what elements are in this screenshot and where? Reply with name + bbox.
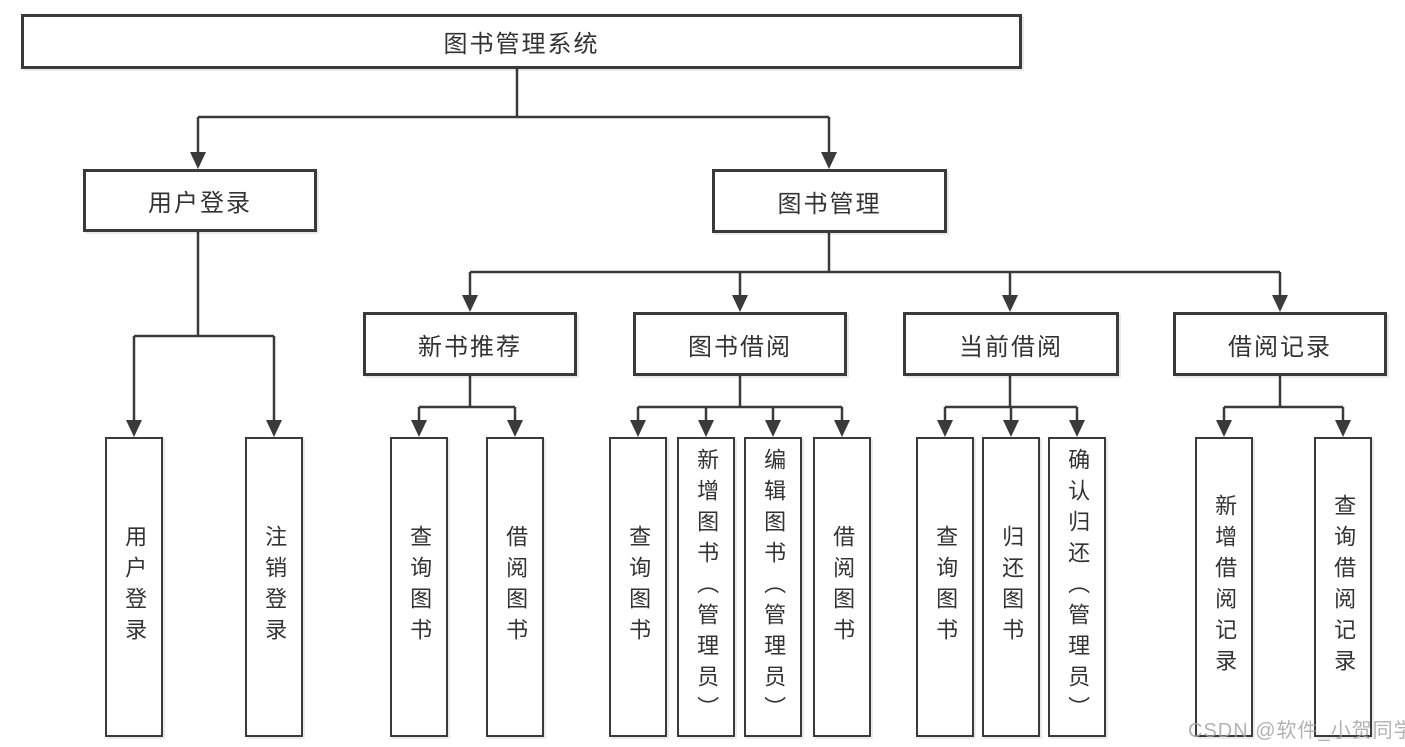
leaf-records-add-label: 新增借阅记录 <box>1212 494 1238 680</box>
node-user-login: 用户登录 <box>83 169 317 232</box>
leaf-current-confirm: 确认归还（管理员） <box>1048 437 1106 737</box>
csdn-watermark: CSDN @软件_小贺同学 <box>1188 714 1405 743</box>
leaf-records-add: 新增借阅记录 <box>1195 437 1253 737</box>
leaf-borrow-add: 新增图书（管理员） <box>677 437 735 737</box>
leaf-borrow-borrow: 借阅图书 <box>813 437 871 737</box>
node-root: 图书管理系统 <box>21 14 1022 69</box>
node-book-borrow: 图书借阅 <box>633 312 847 376</box>
leaf-current-confirm-label: 确认归还（管理员） <box>1065 447 1091 727</box>
leaf-newbooks-borrow: 借阅图书 <box>486 437 544 737</box>
leaf-borrow-add-label: 新增图书（管理员） <box>694 447 720 727</box>
leaf-borrow-query-label: 查询图书 <box>626 525 652 649</box>
node-current-borrow: 当前借阅 <box>903 312 1119 376</box>
leaf-borrow-query: 查询图书 <box>609 437 667 737</box>
leaf-logout-label: 注销登录 <box>262 525 288 649</box>
node-borrow-records: 借阅记录 <box>1173 312 1387 376</box>
node-new-books-label: 新书推荐 <box>418 333 522 361</box>
node-current-borrow-label: 当前借阅 <box>959 333 1063 361</box>
leaf-newbooks-borrow-label: 借阅图书 <box>503 525 529 649</box>
leaf-logout: 注销登录 <box>245 437 303 737</box>
leaf-current-query: 查询图书 <box>916 437 974 737</box>
node-new-books: 新书推荐 <box>363 312 577 376</box>
leaf-borrow-borrow-label: 借阅图书 <box>830 525 856 649</box>
leaf-borrow-edit: 编辑图书（管理员） <box>744 437 802 737</box>
leaf-user-login: 用户登录 <box>105 437 163 737</box>
node-root-label: 图书管理系统 <box>443 31 600 58</box>
leaf-current-query-label: 查询图书 <box>933 525 959 649</box>
leaf-current-return-label: 归还图书 <box>999 525 1025 649</box>
leaf-records-query-label: 查询借阅记录 <box>1331 494 1357 680</box>
leaf-borrow-edit-label: 编辑图书（管理员） <box>761 447 787 727</box>
leaf-user-login-label: 用户登录 <box>122 525 148 649</box>
node-book-mgmt: 图书管理 <box>712 169 947 233</box>
leaf-current-return: 归还图书 <box>982 437 1040 737</box>
node-book-mgmt-label: 图书管理 <box>777 190 882 218</box>
leaf-newbooks-query-label: 查询图书 <box>407 525 433 649</box>
node-user-login-label: 用户登录 <box>148 190 252 217</box>
node-borrow-records-label: 借阅记录 <box>1228 333 1332 361</box>
node-book-borrow-label: 图书借阅 <box>688 333 792 361</box>
csdn-watermark-text: CSDN @软件_小贺同学 <box>1188 720 1405 742</box>
leaf-records-query: 查询借阅记录 <box>1314 437 1372 737</box>
leaf-newbooks-query: 查询图书 <box>390 437 448 737</box>
